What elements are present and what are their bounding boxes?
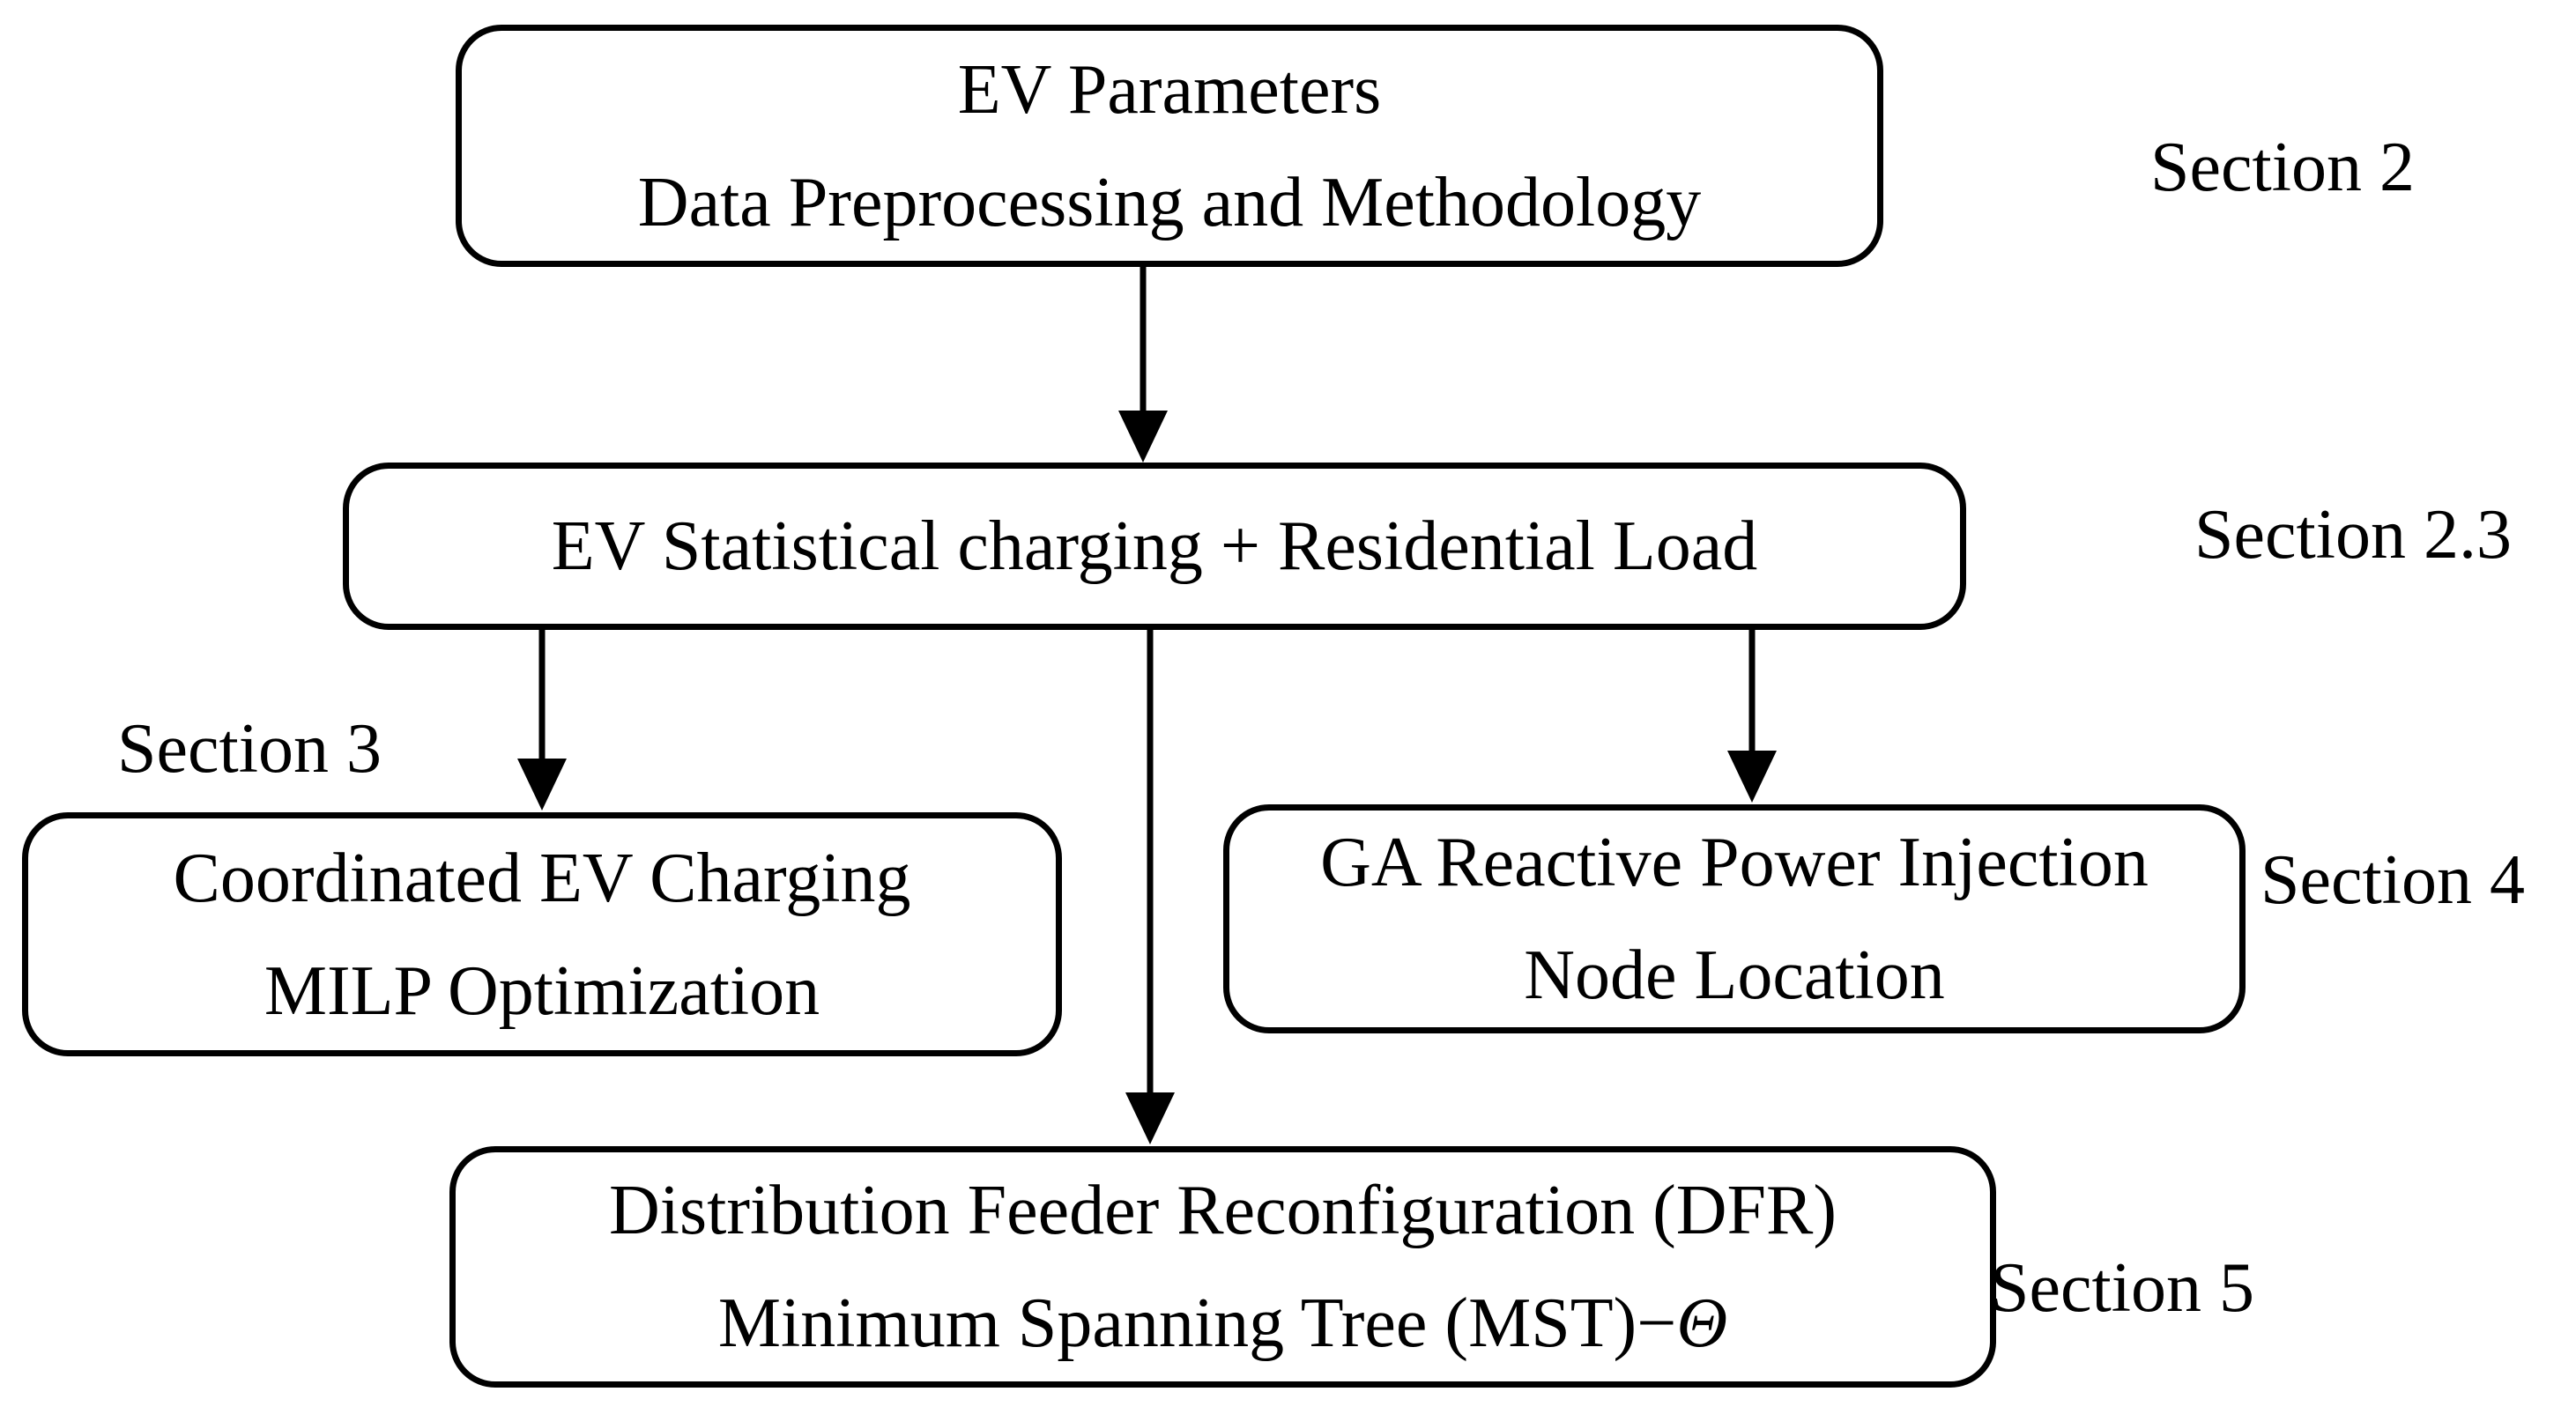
- node-ev-parameters: EV Parameters Data Preprocessing and Met…: [456, 25, 1883, 267]
- node-coordinated-ev-charging-line2: MILP Optimization: [264, 951, 820, 1030]
- section-3-label: Section 3: [117, 710, 382, 788]
- node-coordinated-ev-charging: Coordinated EV Charging MILP Optimizatio…: [22, 812, 1062, 1056]
- arrow-statistical-to-dfr: [1125, 627, 1175, 1144]
- node-coordinated-ev-charging-line1: Coordinated EV Charging: [173, 839, 911, 917]
- arrow-params-to-statistical: [1118, 265, 1168, 463]
- section-2-3-label: Section 2.3: [2194, 496, 2512, 574]
- theta-symbol: Θ: [1676, 1284, 1728, 1362]
- node-dfr-mst-line2-text: Minimum Spanning Tree (MST)−: [717, 1284, 1677, 1362]
- section-5-label: Section 5: [1990, 1249, 2254, 1327]
- section-4-label: Section 4: [2260, 841, 2525, 919]
- node-ev-statistical-charging-line1: EV Statistical charging + Residential Lo…: [551, 507, 1758, 585]
- node-ga-reactive-power-line1: GA Reactive Power Injection: [1320, 824, 2149, 901]
- arrow-statistical-to-ga: [1727, 627, 1777, 803]
- section-2-label: Section 2: [2150, 129, 2415, 206]
- node-dfr-mst-line2: Minimum Spanning Tree (MST)−Θ: [718, 1267, 1727, 1380]
- node-ga-reactive-power-line2: Node Location: [1524, 936, 1945, 1014]
- node-dfr-mst-line1: Distribution Feeder Reconfiguration (DFR…: [608, 1172, 1837, 1249]
- arrow-statistical-to-coordinated: [517, 627, 567, 811]
- node-ev-statistical-charging: EV Statistical charging + Residential Lo…: [343, 463, 1966, 630]
- node-dfr-mst: Distribution Feeder Reconfiguration (DFR…: [449, 1146, 1996, 1388]
- node-ev-parameters-line2: Data Preprocessing and Methodology: [637, 163, 1702, 241]
- node-ev-parameters-line1: EV Parameters: [957, 50, 1382, 129]
- node-ga-reactive-power: GA Reactive Power Injection Node Locatio…: [1223, 804, 2246, 1033]
